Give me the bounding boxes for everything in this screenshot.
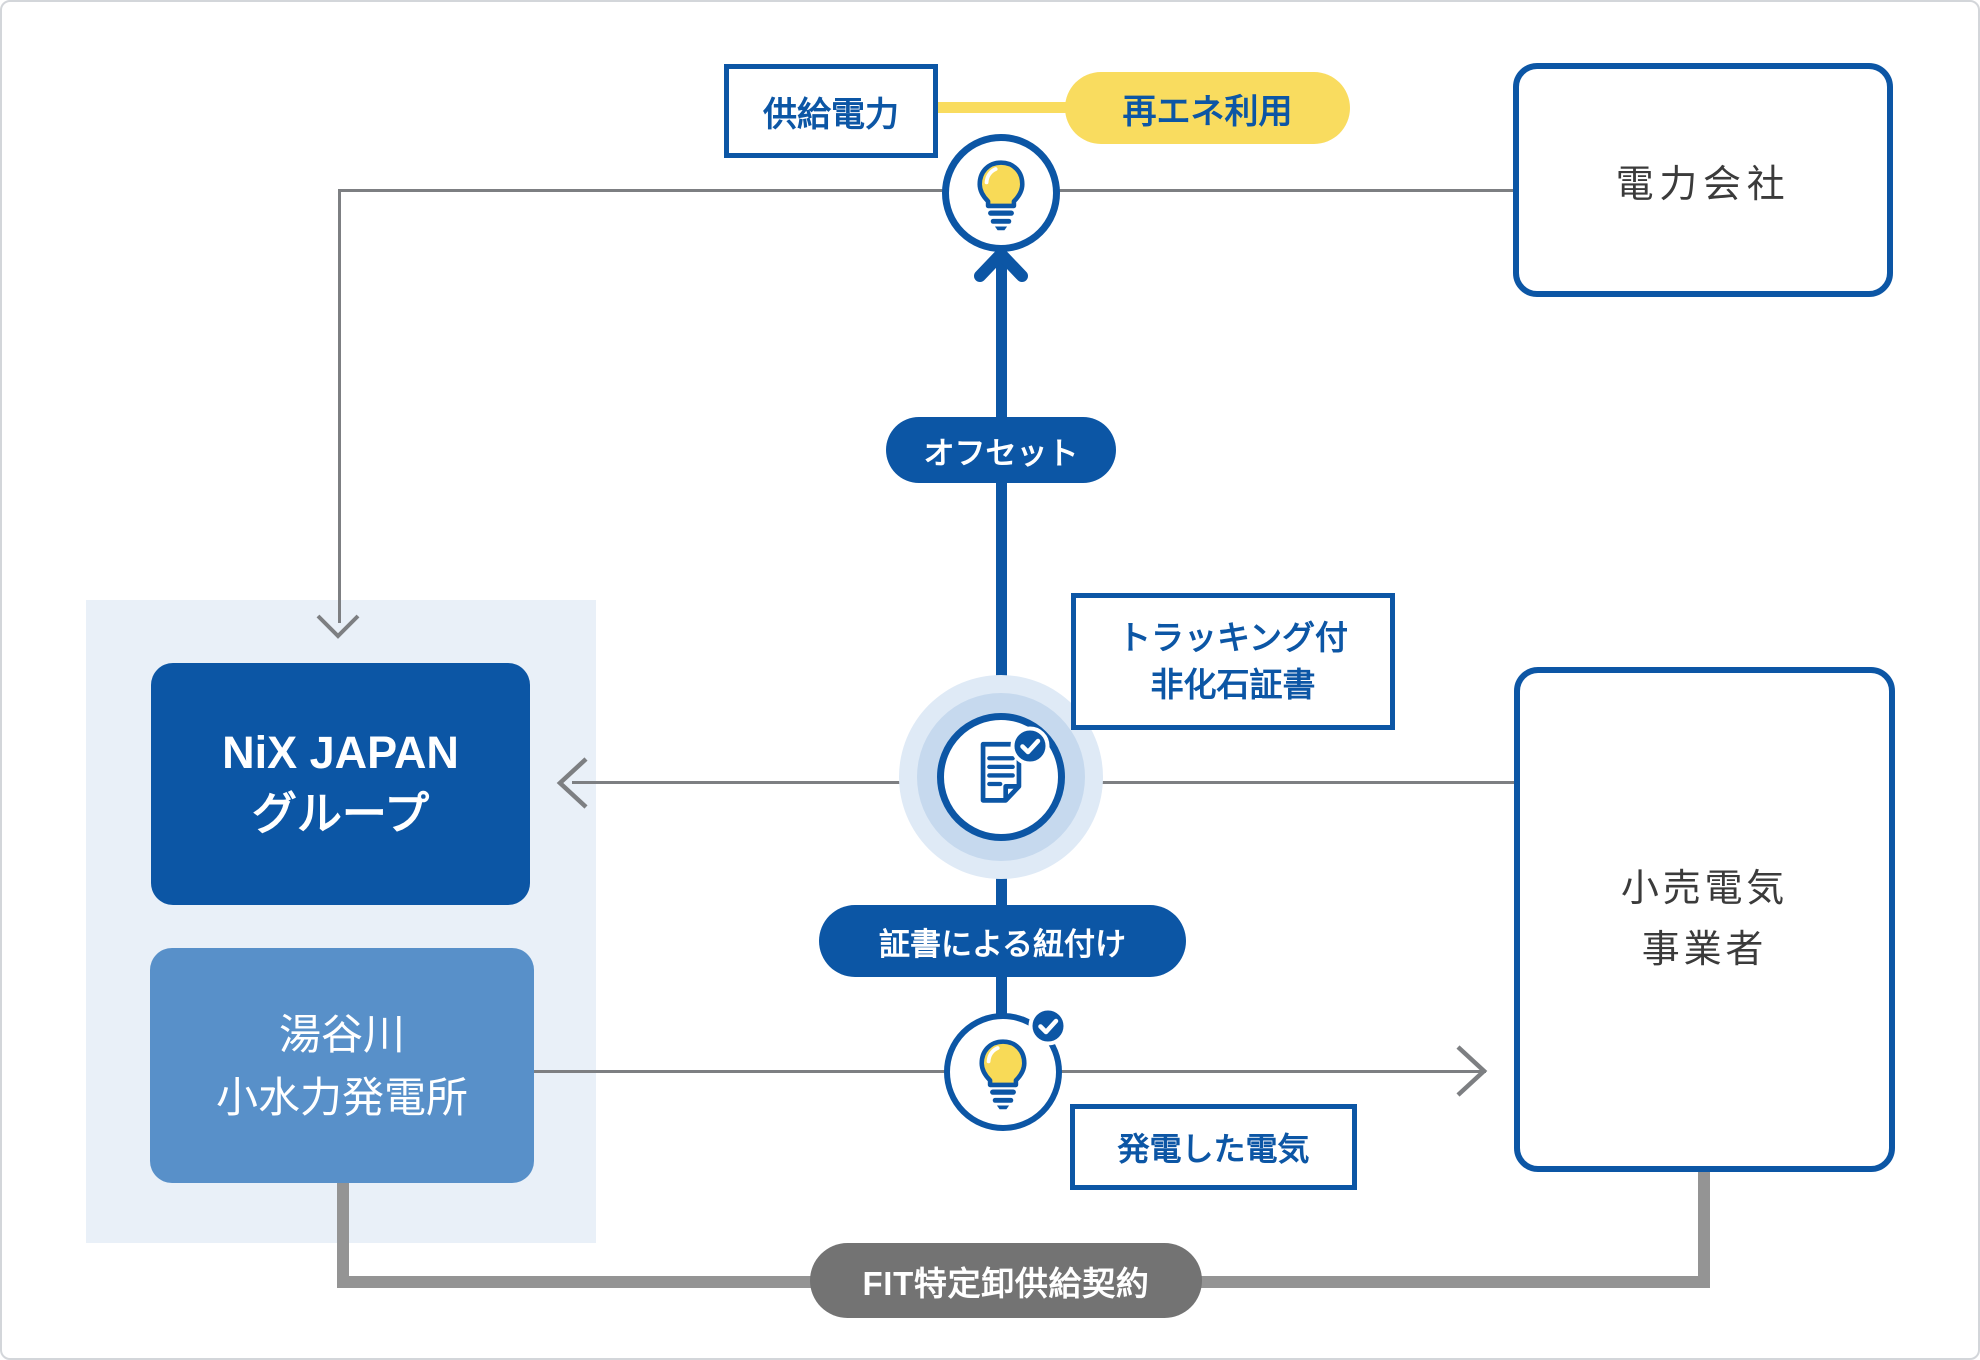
supply-power-line-down [338, 189, 341, 623]
renewable-use-pill: 再エネ利用 [1065, 72, 1350, 144]
arrow-right-icon [1456, 1045, 1488, 1097]
certificate-link-pill: 証書による紐付け [819, 905, 1186, 977]
node-hydro-plant-label: 湯谷川 小水力発電所 [215, 1010, 468, 1121]
supply-power-line [338, 189, 1514, 192]
node-power-company-label: 電力会社 [1615, 163, 1791, 206]
node-nix-japan-group-label: NiX JAPAN グループ [222, 727, 459, 839]
supply-power-text: 供給電力 [763, 95, 899, 134]
fit-contract-pill: FIT特定卸供給契約 [810, 1243, 1202, 1318]
offset-pill: オフセット [886, 417, 1116, 483]
generated-electricity-text: 発電した電気 [1117, 1131, 1310, 1167]
offset-arrow-up-icon [974, 248, 1028, 282]
node-nix-japan-group: NiX JAPAN グループ [151, 663, 530, 905]
generated-electricity-label: 発電した電気 [1070, 1104, 1357, 1190]
fit-contract-line-right [1698, 1172, 1710, 1276]
fit-contract-line-left [337, 1183, 349, 1288]
renewable-connector-line [930, 102, 1070, 113]
check-badge-icon [1010, 726, 1050, 766]
offset-arrow-line [996, 260, 1007, 715]
node-power-company: 電力会社 [1513, 63, 1893, 297]
node-hydro-plant: 湯谷川 小水力発電所 [150, 948, 534, 1183]
tracking-certificate-text: トラッキング付 非化石証書 [1117, 618, 1348, 703]
arrow-down-icon [316, 614, 360, 639]
bulb-icon [942, 134, 1060, 252]
tracking-certificate-label: トラッキング付 非化石証書 [1071, 593, 1395, 730]
offset-text: オフセット [923, 435, 1079, 471]
fit-contract-text: FIT特定卸供給契約 [862, 1264, 1150, 1302]
renewable-use-text: 再エネ利用 [1122, 92, 1293, 131]
node-retailer-label: 小売電気 事業者 [1620, 867, 1789, 971]
certificate-link-text: 証書による紐付け [878, 926, 1127, 962]
check-badge-icon [1028, 1006, 1068, 1046]
node-retailer: 小売電気 事業者 [1514, 667, 1895, 1172]
arrow-left-icon [556, 757, 588, 809]
supply-power-label: 供給電力 [724, 64, 938, 158]
